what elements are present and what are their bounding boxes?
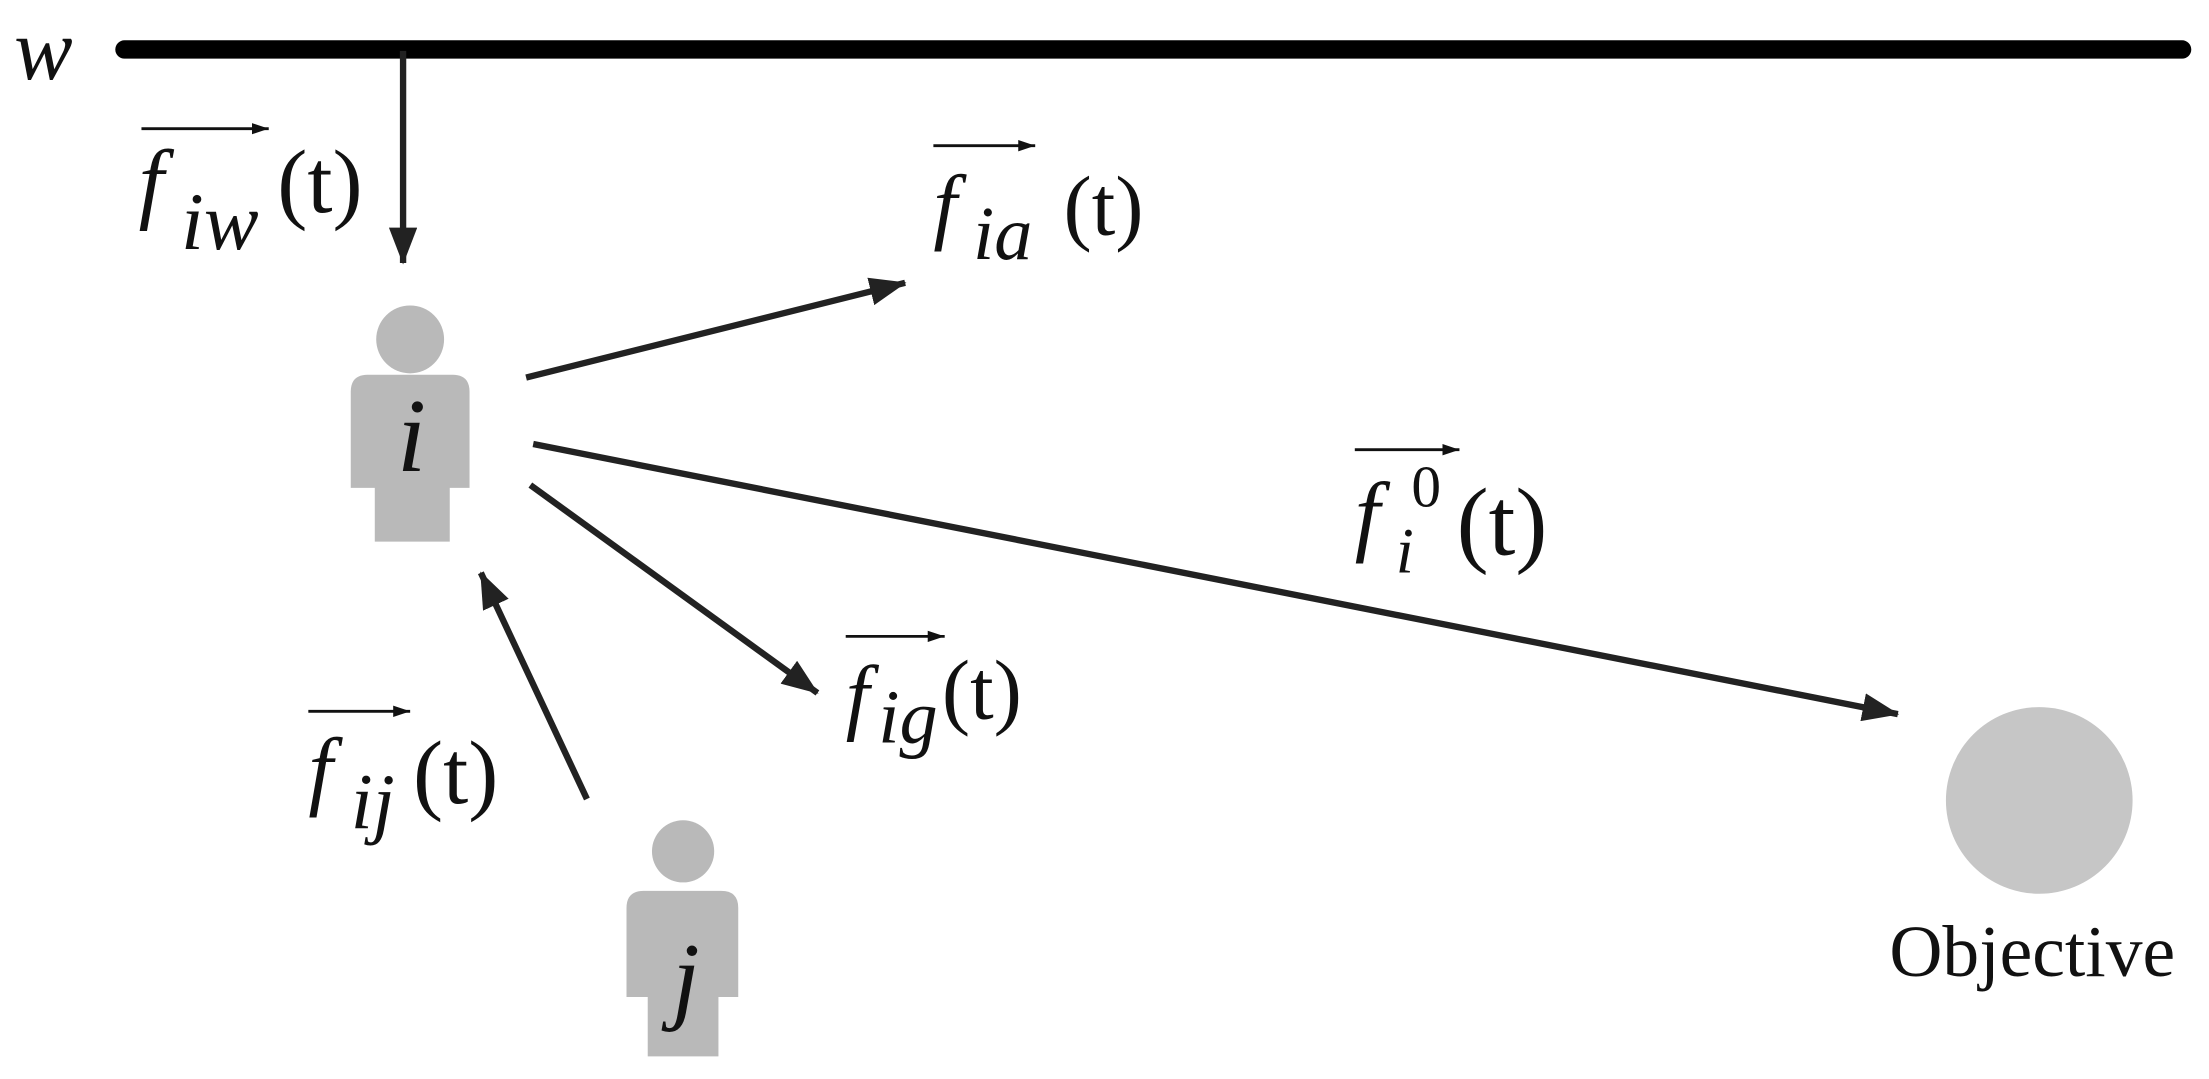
objective-label: Objective <box>1889 910 2175 992</box>
force-arrow-ij <box>477 571 590 801</box>
agent-i-body <box>350 374 470 542</box>
agent-j: j <box>626 820 739 1057</box>
force-arrow-ia <box>525 277 907 381</box>
force-label-wall-base: f <box>139 131 175 232</box>
force-arrow-ig <box>528 482 820 696</box>
force-label-desired-base: f <box>1355 463 1391 564</box>
force-label-ia: f ia (t) <box>933 140 1144 276</box>
force-label-wall: f iw (t) <box>139 123 363 267</box>
agent-i-label: i <box>397 378 426 494</box>
objective-circle <box>1945 707 2133 894</box>
wall-label: w <box>14 1 72 98</box>
force-label-ij-base: f <box>308 721 343 818</box>
agent-j-head <box>651 820 715 883</box>
force-label-wall-sub: iw <box>181 176 259 267</box>
force-label-ia-arg: (t) <box>1063 160 1143 254</box>
force-label-desired-sup: 0 <box>1411 453 1441 519</box>
force-label-ig-arg: (t) <box>942 643 1022 737</box>
force-label-desired: f 0 i (t) <box>1355 444 1548 588</box>
force-label-ij: f ij (t) <box>308 705 498 847</box>
force-label-ia-sub: ia <box>973 191 1032 276</box>
force-label-ij-arg: (t) <box>413 722 498 823</box>
agent-i: i <box>350 305 470 542</box>
force-label-ig: f ig (t) <box>845 630 1022 759</box>
agent-j-body <box>626 890 739 1057</box>
force-label-ig-sub: ig <box>878 674 937 759</box>
objective: Objective <box>1889 707 2175 992</box>
force-label-desired-arg: (t) <box>1457 468 1548 575</box>
force-label-ij-sub: ij <box>351 759 395 847</box>
force-arrow-desired <box>532 440 1900 722</box>
force-label-wall-arg: (t) <box>277 131 362 232</box>
wall: w <box>14 1 2192 98</box>
force-label-desired-sub: i <box>1396 516 1414 588</box>
force-label-ia-base: f <box>933 158 967 252</box>
agent-i-head <box>376 305 445 374</box>
force-label-ig-base: f <box>846 649 880 743</box>
